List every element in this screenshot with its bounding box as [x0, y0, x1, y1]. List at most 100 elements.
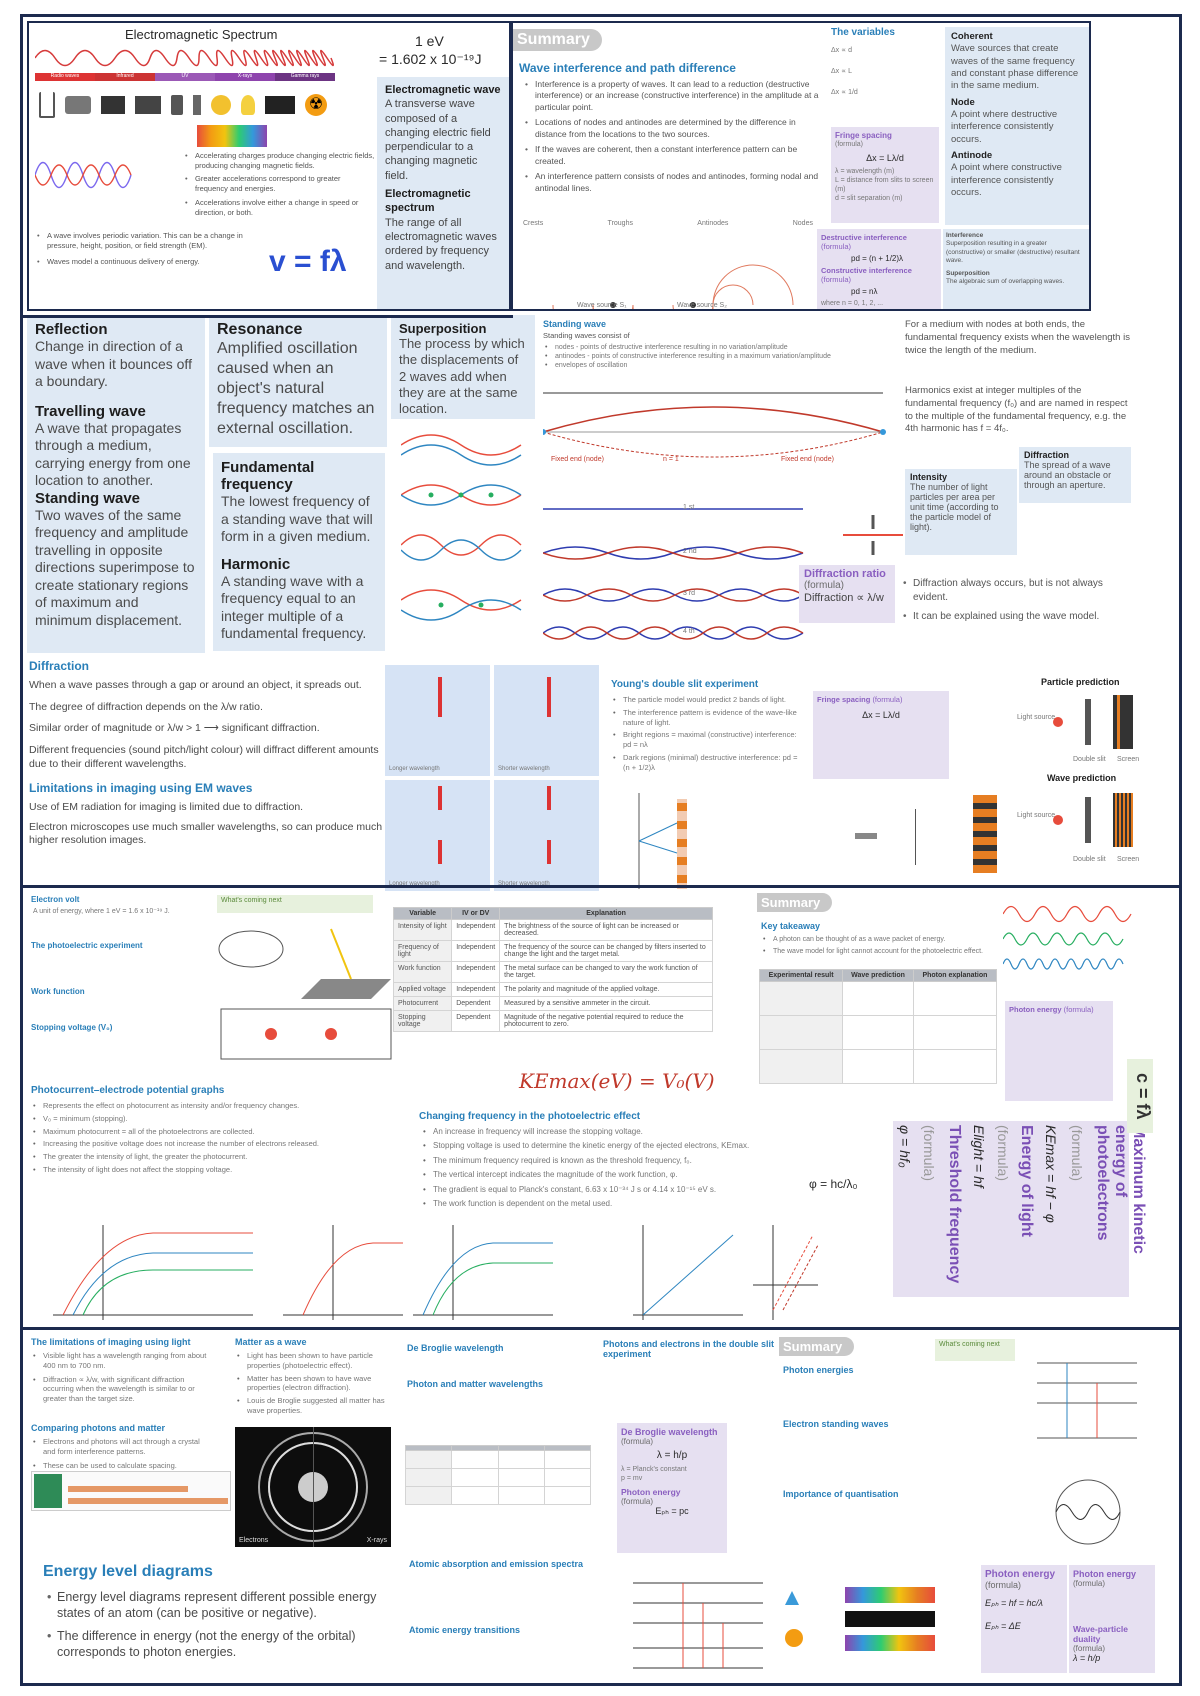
variables-table-wrap: Variable IV or DV Explanation Intensity … [392, 907, 713, 1032]
section-divider [23, 315, 513, 318]
interference-point: An interference pattern consists of node… [525, 171, 821, 194]
photon-matter-title: Photon and matter wavelengths [407, 1379, 544, 1389]
phone-icon [171, 95, 183, 115]
electron-standing-title: Electron standing waves [783, 1419, 889, 1429]
fringe-where: d = slit separation (m) [835, 195, 903, 203]
reflection-box: Reflection Change in direction of a wave… [27, 315, 205, 653]
band-radio: Radio waves [35, 73, 95, 81]
c-equation-box: c = fλ [1127, 1059, 1153, 1133]
orbital-sketch [1055, 1479, 1121, 1545]
graph-point: Represents the effect on photocurrent as… [33, 1101, 413, 1111]
atomic-title: Atomic absorption and emission spectra [409, 1559, 584, 1569]
handwritten-equation: KEmax(eV) = V₀(V) [519, 1069, 715, 1093]
young-fringe-title: Fringe spacing (formula) [817, 695, 903, 704]
diffraction-title: Diffraction [29, 659, 89, 673]
debroglie-where: λ = Planck's constant [621, 1466, 687, 1473]
fringe-sub: (formula) [835, 141, 864, 148]
interference-point: Locations of nodes and antinodes are det… [525, 117, 821, 140]
interference-formula-box: Destructive interference (formula) pd = … [817, 229, 941, 309]
electron-volt-title: Electron volt [31, 895, 80, 904]
fundamental-title: Fundamental frequency [221, 459, 315, 493]
photon-energy-small-eq: Eₚₕ = pc [655, 1506, 689, 1517]
young-diagram [638, 793, 687, 889]
accel-note: Accelerating charges produce changing el… [185, 151, 375, 171]
diffraction-line: Different frequencies (sound pitch/light… [29, 743, 379, 770]
accel-note: Accelerations involve either a change in… [185, 198, 375, 218]
young-point: Bright regions = maximal (constructive) … [613, 730, 805, 750]
superposition-box: Superposition The process by which the d… [391, 315, 535, 419]
limits-light-title: The limitations of imaging using light [31, 1337, 191, 1347]
diff-ratio-title: Diffraction ratio [804, 568, 886, 580]
sun-icon [211, 95, 231, 115]
fixed-end-label: Fixed end (node) [781, 456, 834, 463]
fundamental-def: The lowest frequency of a standing wave … [221, 493, 373, 544]
variable-item: Δx ∝ 1/d [831, 89, 858, 97]
tower-icon [39, 92, 55, 118]
energy-levels-title: Energy level diagrams [43, 1563, 213, 1580]
stopping-title: Stopping voltage (V₀) [31, 1023, 113, 1032]
graph-point: The intensity of light does not affect t… [33, 1165, 413, 1175]
dual-eq: λ = h/p [1073, 1653, 1101, 1663]
spectrum-wave [35, 49, 334, 67]
diff-ratio-sub: (formula) [804, 580, 845, 591]
pe-box2-sub: (formula) [1073, 1579, 1106, 1588]
band-xray: X-rays [215, 73, 275, 81]
xray-icon [265, 96, 295, 114]
em-spectrum-panel: Electromagnetic Spectrum Radio waves Inf… [27, 21, 511, 311]
travelling-def: A wave that propagates through a medium,… [35, 419, 191, 489]
pe-box1-eq1: Eₚₕ = hf = hc/λ [985, 1598, 1043, 1608]
diff-image-label: Electrons [239, 1536, 269, 1544]
double-slit-label: Double slit [1073, 756, 1106, 763]
comparing-point: Electrons and photons will act through a… [33, 1437, 213, 1457]
quantisation-title: Importance of quantisation [783, 1489, 899, 1499]
debroglie-eq: λ = h/p [656, 1450, 688, 1461]
formula-column: Maximum kinetic energy of photoelectrons… [893, 1121, 1147, 1297]
em-spectrum-def: The range of all electromagnetic waves o… [385, 216, 497, 272]
legend-troughs: Troughs [607, 220, 633, 227]
interference-pattern-strip [973, 795, 997, 873]
particle-prediction-title: Particle prediction [1041, 677, 1120, 687]
key-point: A photon can be thought of as a wave pac… [763, 935, 997, 944]
slit-bar-diagram [835, 795, 955, 875]
microwave-icon [135, 96, 161, 114]
diffraction-line: The degree of diffraction depends on the… [29, 700, 263, 713]
resonance-title: Resonance [217, 321, 303, 338]
section-divider [23, 1327, 1179, 1330]
resonance-def: Amplified oscillation caused when an obj… [217, 340, 375, 437]
superposition-title: Superposition [399, 321, 487, 336]
graph-point: Maximum photocurrent = all of the photoe… [33, 1127, 413, 1137]
predictions-table: Experimental result Wave prediction Phot… [758, 969, 998, 1084]
limits-line: Electron microscopes use much smaller wa… [29, 820, 383, 847]
changing-point: The minimum frequency required is known … [423, 1156, 863, 1167]
fringe-eq: Δx = Lλ/d [866, 153, 904, 164]
energy-level-sketch [1037, 1362, 1137, 1439]
accel-note: Greater accelerations correspond to grea… [185, 174, 375, 194]
legend-crests: Crests [523, 220, 544, 227]
changing-points: An increase in frequency will increase t… [423, 1127, 863, 1210]
photocurrent-graphs [53, 1225, 553, 1320]
work-fn-title: Work function [31, 987, 85, 996]
young-points: The particle model would predict 2 bands… [613, 695, 805, 772]
antinode-title: Antinode [951, 150, 993, 162]
legend-nodes: Nodes [792, 220, 813, 227]
resonance-box: Resonance Amplified oscillation caused w… [209, 315, 387, 447]
dual-sub: (formula) [1073, 1644, 1106, 1653]
standing-wave-diagram [543, 392, 886, 458]
threshold-sub: (formula) [921, 1125, 937, 1182]
limits-line: Use of EM radiation for imaging is limit… [29, 801, 304, 814]
destructive-eq: pd = (n + 1/2)λ [851, 254, 904, 263]
photon-energies-title: Photon energies [783, 1365, 854, 1375]
band-gamma: Gamma rays [275, 73, 335, 81]
harmonic-def: A standing wave with a frequency equal t… [221, 572, 367, 642]
diffraction-points: Diffraction always occurs, but is not al… [903, 577, 1133, 624]
table-header: Variable [392, 907, 453, 920]
threshold-title: Threshold frequency [946, 1125, 963, 1284]
photon-energy-box-2: Photon energy (formula) Wave-particle du… [1069, 1565, 1155, 1673]
fixed-end-label: Fixed end (node) [551, 456, 604, 463]
summary-label: Summary [757, 893, 833, 912]
device-icons-row: ☢ [39, 89, 359, 121]
pred-header: Wave prediction [842, 969, 914, 982]
key-point: The wave model for light cannot account … [763, 947, 997, 956]
